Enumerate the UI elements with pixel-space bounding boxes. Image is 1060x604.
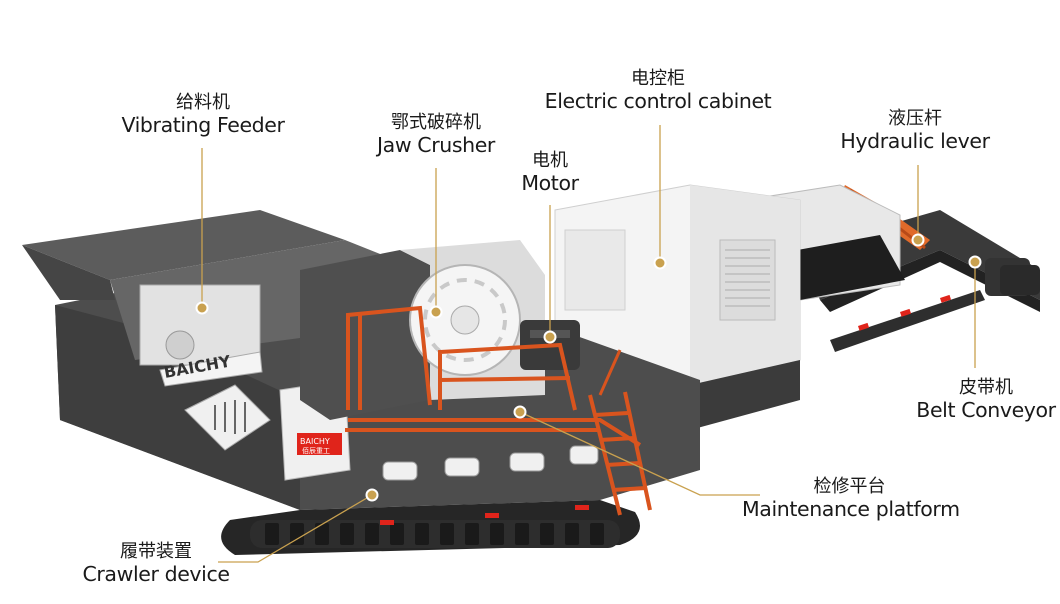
- label-en: Hydraulic lever: [840, 129, 990, 154]
- label-zh: 给料机: [176, 92, 230, 113]
- label-maintenance-platform: 检修平台 Maintenance platform: [742, 476, 960, 522]
- label-zh: 电控柜: [631, 68, 685, 89]
- label-hydraulic-lever: 液压杆 Hydraulic lever: [840, 108, 990, 153]
- label-zh: 液压杆: [888, 108, 942, 129]
- brand-badge-zh: 佰辰重工: [302, 446, 330, 455]
- label-en: Maintenance platform: [742, 497, 960, 522]
- brand-logo-badge-text: BAICHY: [300, 437, 330, 446]
- label-motor: 电机 Motor: [515, 150, 585, 195]
- label-en: Vibrating Feeder: [121, 113, 285, 138]
- label-electric-control-cabinet: 电控柜 Electric control cabinet: [543, 68, 773, 113]
- label-en: Crawler device: [82, 562, 230, 587]
- label-zh: 履带装置: [120, 541, 192, 562]
- label-jaw-crusher: 鄂式破碎机 Jaw Crusher: [370, 112, 502, 157]
- label-vibrating-feeder: 给料机 Vibrating Feeder: [118, 92, 288, 137]
- label-en: Motor: [521, 171, 579, 196]
- label-en: Belt Conveyor: [916, 398, 1056, 423]
- label-zh: 鄂式破碎机: [391, 112, 481, 133]
- label-zh: 检修平台: [813, 476, 886, 497]
- label-zh: 皮带机: [959, 377, 1013, 398]
- label-en: Jaw Crusher: [377, 133, 495, 158]
- label-crawler-device: 履带装置 Crawler device: [82, 541, 230, 586]
- leader-lines: [201, 125, 976, 563]
- label-en: Electric control cabinet: [544, 89, 772, 114]
- label-zh: 电机: [532, 150, 568, 171]
- marker-dots: [195, 233, 982, 502]
- label-belt-conveyor: 皮带机 Belt Conveyor: [916, 377, 1056, 422]
